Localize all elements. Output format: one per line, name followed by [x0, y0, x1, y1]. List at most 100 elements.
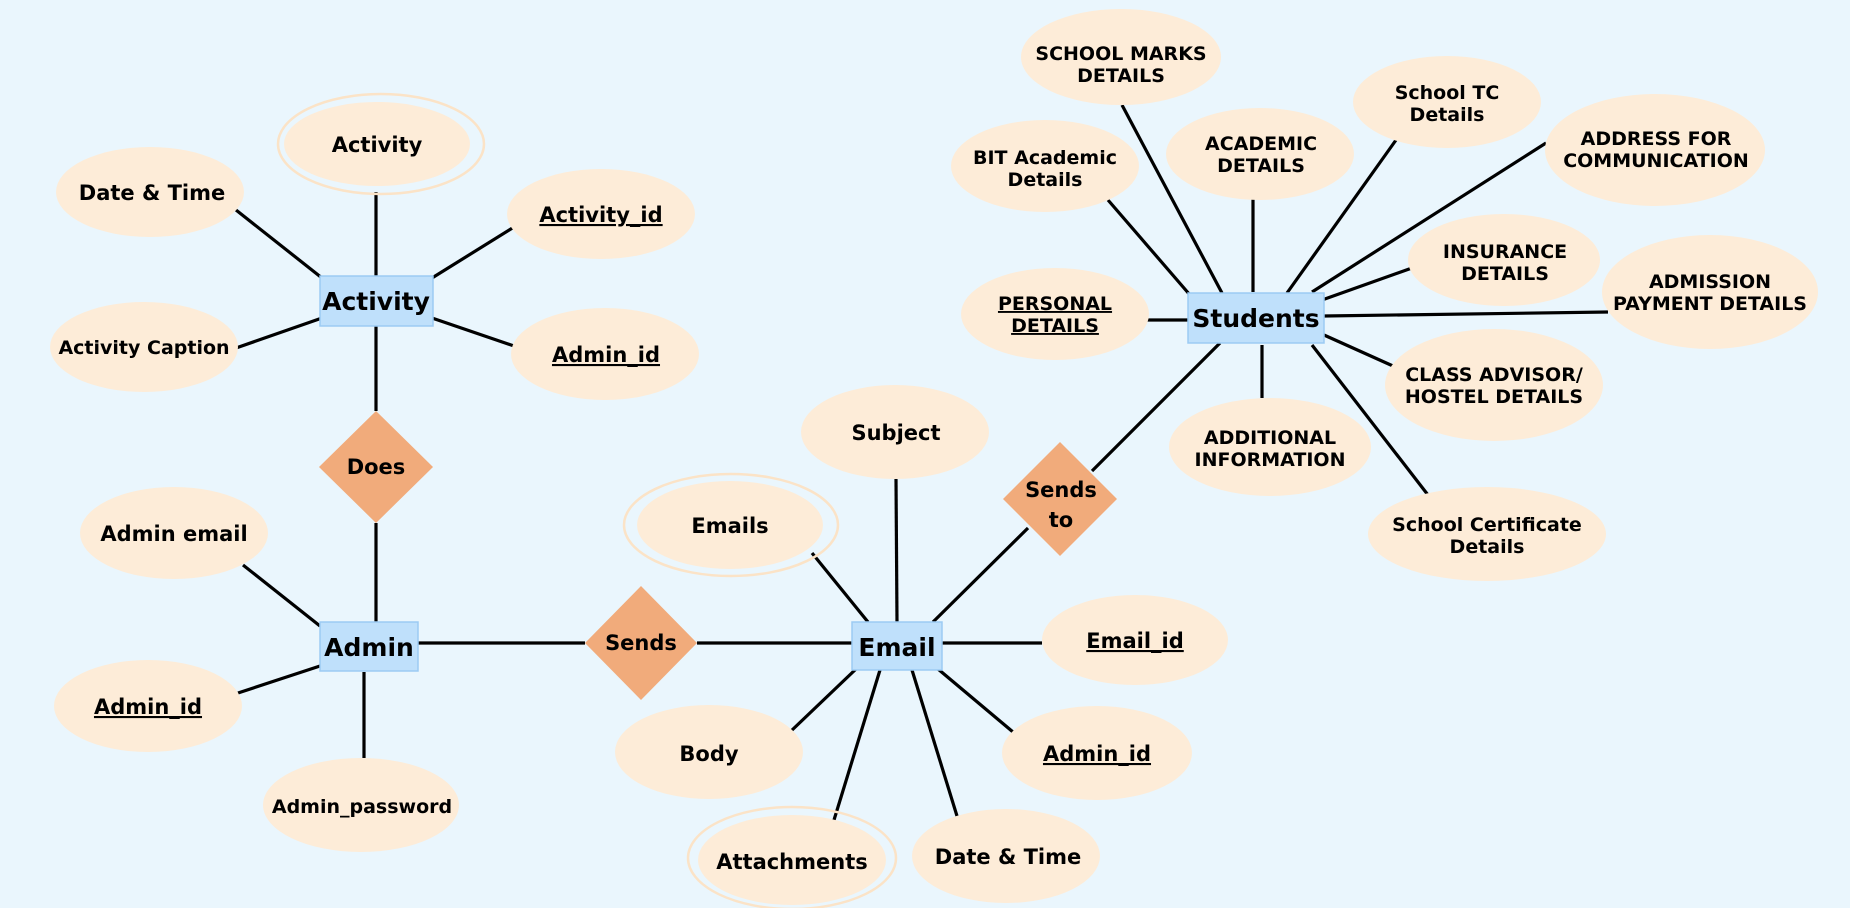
attr-email-id-shape [1042, 595, 1228, 685]
edge-students-tc [1285, 139, 1398, 294]
attr-stu-additional-shape [1169, 398, 1371, 496]
attr-stu-insurance-label-2: DETAILS [1461, 263, 1549, 285]
entity-students-shape [1187, 292, 1325, 344]
edge-students-address [1311, 141, 1547, 294]
connector-lines [235, 104, 1609, 821]
attr-stu-personal-label-2: DETAILS [1011, 315, 1099, 337]
edge-email-attachments [832, 669, 882, 821]
attr-activity-caption-shape [50, 302, 238, 392]
entity-admin-label: Admin [324, 633, 414, 662]
entity-email-label: Email [858, 633, 935, 662]
attr-email-datetime-shape [912, 809, 1100, 903]
edge-email-subject [894, 478, 899, 623]
entity-activity-label: Activity [322, 287, 430, 316]
attr-activity-id-label: Activity_id [539, 203, 662, 227]
attr-email-attachments-ring [686, 805, 898, 908]
attr-stu-address-shape [1545, 94, 1765, 206]
edge-students-insurance [1321, 266, 1413, 302]
attr-email-body-label: Body [679, 742, 738, 766]
attr-stu-marks-label-1: SCHOOL MARKS [1035, 43, 1206, 65]
attr-stu-admission-label-2: PAYMENT DETAILS [1613, 293, 1807, 315]
attr-stu-academic-shape [1166, 108, 1354, 200]
edge-students-bit [1106, 198, 1192, 297]
attribute-shapes [50, 9, 1818, 908]
attr-activity-datetime-label: Date & Time [79, 181, 225, 205]
attr-email-id-label: Email_id [1086, 629, 1184, 653]
edge-students-marks [1120, 104, 1224, 294]
attr-stu-tc-label-1: School TC [1395, 82, 1500, 104]
attr-admin-id-shape [54, 660, 242, 752]
attr-admin-password-shape [263, 758, 459, 852]
attr-stu-bit-label-2: Details [1008, 169, 1083, 191]
entity-email-shape [851, 621, 943, 671]
edge-admin-id [237, 664, 321, 695]
edge-email-sendsto [931, 526, 1030, 624]
edge-activity-id [431, 225, 515, 280]
entity-admin-shape [319, 621, 419, 672]
rel-sends-shape [585, 586, 697, 700]
attr-stu-class-shape [1385, 329, 1603, 441]
attr-activity-caption-label: Activity Caption [58, 337, 229, 359]
attr-stu-bit-shape [951, 120, 1139, 212]
rel-sendsto-label-line1: Sends [1025, 478, 1097, 502]
entity-students-label: Students [1192, 304, 1319, 333]
attr-stu-additional-label-1: ADDITIONAL [1204, 427, 1336, 449]
edge-activity-datetime [235, 208, 323, 280]
attr-stu-certificate-shape [1368, 487, 1606, 581]
attr-admin-email-label: Admin email [100, 522, 247, 546]
attr-email-datetime-label: Date & Time [935, 845, 1081, 869]
edge-students-admission [1323, 310, 1609, 318]
attr-email-attachments-shape [698, 815, 886, 905]
labels: Activity Admin Email Students Does Sends… [58, 43, 1807, 874]
attr-admin-password-label: Admin_password [272, 796, 452, 818]
attr-stu-academic-label-1: ACADEMIC [1205, 133, 1317, 155]
attr-stu-class-label-2: HOSTEL DETAILS [1405, 386, 1583, 408]
attr-stu-marks-label-2: DETAILS [1077, 65, 1165, 87]
attr-stu-certificate-label-2: Details [1450, 536, 1525, 558]
edge-students-certificate [1310, 344, 1430, 496]
edge-email-body [788, 667, 858, 734]
attr-stu-tc-shape [1353, 56, 1541, 148]
rel-sendsto-label-line2: to [1049, 508, 1073, 532]
attr-stu-tc-label-2: Details [1410, 104, 1485, 126]
attr-admin-email-shape [80, 487, 268, 579]
rel-does-label: Does [347, 455, 406, 479]
attr-activity-admin-id-label: Admin_id [552, 343, 660, 367]
attr-email-subject-label: Subject [851, 421, 940, 445]
attr-stu-class-label-1: CLASS ADVISOR/ [1405, 364, 1583, 386]
attr-email-admin-id-label: Admin_id [1043, 742, 1151, 766]
attr-email-emails-label: Emails [691, 514, 768, 538]
attr-activity-multi-shape [284, 102, 470, 186]
attr-email-admin-id-shape [1002, 706, 1192, 800]
edge-email-datetime [910, 669, 959, 817]
edge-admin-email [242, 563, 321, 628]
attr-activity-multi-label: Activity [332, 133, 423, 157]
rel-sendsto-shape [1003, 442, 1117, 556]
attr-stu-marks-shape [1021, 9, 1221, 105]
attr-stu-insurance-shape [1408, 214, 1600, 306]
edge-students-class [1323, 333, 1394, 368]
edge-activity-caption [235, 316, 323, 350]
attr-admin-id-label: Admin_id [94, 695, 202, 719]
attr-stu-bit-label-1: BIT Academic [973, 147, 1117, 169]
attr-activity-id-shape [507, 169, 695, 259]
attr-email-attachments-label: Attachments [716, 850, 868, 874]
rel-sends-label: Sends [605, 631, 677, 655]
entity-shapes [319, 275, 1325, 672]
edge-sendsto-students [1090, 341, 1222, 473]
rel-does-shape [319, 411, 433, 523]
attr-stu-academic-label-2: DETAILS [1217, 155, 1305, 177]
attr-stu-insurance-label-1: INSURANCE [1443, 241, 1567, 263]
attr-email-emails-ring [622, 472, 840, 578]
attr-stu-admission-shape [1602, 235, 1818, 349]
attr-activity-datetime-shape [56, 147, 244, 237]
attr-stu-address-label-1: ADDRESS FOR [1581, 128, 1732, 150]
attr-stu-additional-label-2: INFORMATION [1195, 449, 1346, 471]
edge-email-admin-id [936, 667, 1015, 734]
attr-activity-multi-ring [276, 92, 486, 196]
attr-stu-address-label-2: COMMUNICATION [1563, 150, 1749, 172]
attr-stu-personal-shape [961, 268, 1149, 360]
relationship-shapes [319, 411, 1117, 700]
attr-stu-personal-label-1: PERSONAL [998, 293, 1112, 315]
